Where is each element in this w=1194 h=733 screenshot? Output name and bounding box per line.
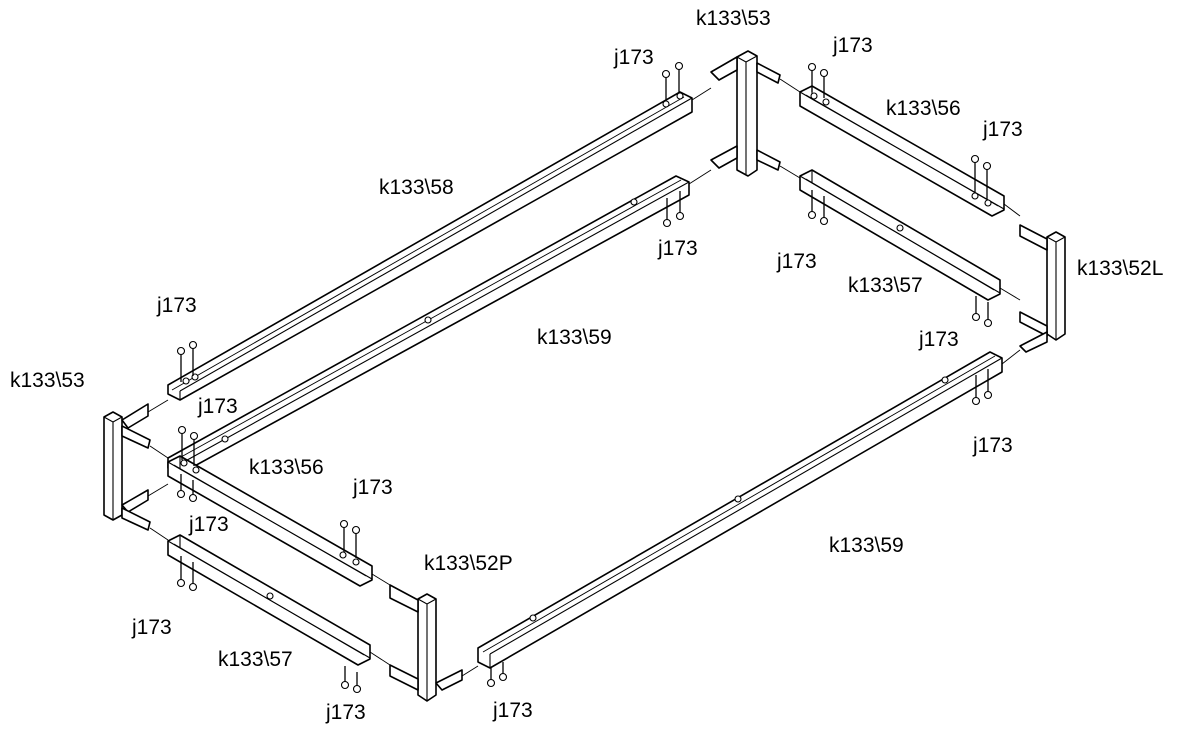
rail-k133-57-front	[167, 534, 371, 666]
screw-group-middle-back-bottom	[662, 191, 685, 228]
rail-k133-59-middle	[167, 175, 690, 475]
rail-k133-57-back	[799, 169, 1001, 301]
screw-group-right-bottom	[971, 296, 993, 328]
corner-post-left	[103, 403, 151, 531]
screw-group-back-left-top	[661, 61, 684, 100]
corner-post-back	[710, 50, 781, 177]
label-screw: j173	[131, 616, 172, 639]
label-rail-k133-56-back: k133\56	[886, 97, 961, 120]
label-screw: j173	[776, 250, 817, 273]
label-screw: j173	[492, 699, 533, 722]
corner-post-front	[389, 584, 463, 702]
label-corner-front: k133\52P	[424, 552, 513, 575]
label-screw: j173	[982, 118, 1023, 141]
corner-post-right	[1019, 224, 1066, 353]
rail-k133-59-front	[477, 351, 1003, 669]
screw-group-left-middle	[177, 425, 199, 466]
screw-group-left-under	[176, 474, 198, 503]
label-rail-k133-57-back: k133\57	[848, 274, 923, 297]
screw-group-back-right-bottom	[807, 190, 829, 226]
label-rail-k133-56-front: k133\56	[249, 456, 324, 479]
label-screw: j173	[613, 46, 654, 69]
label-screw: j173	[325, 701, 366, 724]
screw-group-back-right-top	[807, 62, 829, 98]
label-screw: j173	[972, 434, 1013, 457]
screw-group-left-top	[176, 340, 198, 382]
label-screw: j173	[657, 237, 698, 260]
assembly-lines	[147, 78, 1021, 677]
label-rail-k133-59-middle: k133\59	[537, 326, 612, 349]
label-screw: j173	[197, 395, 238, 418]
screw-group-front-right-start	[486, 662, 508, 688]
screw-group-back-right-end	[970, 154, 992, 199]
label-rail-k133-58: k133\58	[379, 176, 454, 199]
screw-group-front-left-bottom-end	[340, 666, 362, 694]
screw-group-right-front	[971, 369, 993, 406]
screws	[176, 61, 993, 694]
screw-group-front-left-top	[339, 519, 361, 558]
screw-group-front-left-bottom-start	[176, 556, 198, 592]
label-screw: j173	[832, 34, 873, 57]
rail-k133-56-front	[167, 455, 373, 587]
label-screw: j173	[352, 476, 393, 499]
labels: k133\53 k133\53 k133\52L k133\52P k133\5…	[10, 7, 1163, 724]
label-rail-k133-57-front: k133\57	[218, 648, 293, 671]
label-corner-left: k133\53	[10, 369, 85, 392]
label-screw: j173	[918, 328, 959, 351]
label-screw: j173	[188, 513, 229, 536]
rail-k133-58	[167, 91, 693, 401]
label-corner-back: k133\53	[696, 7, 771, 30]
label-rail-k133-59-front: k133\59	[829, 534, 904, 557]
label-corner-right: k133\52L	[1077, 257, 1163, 280]
label-screw: j173	[156, 294, 197, 317]
